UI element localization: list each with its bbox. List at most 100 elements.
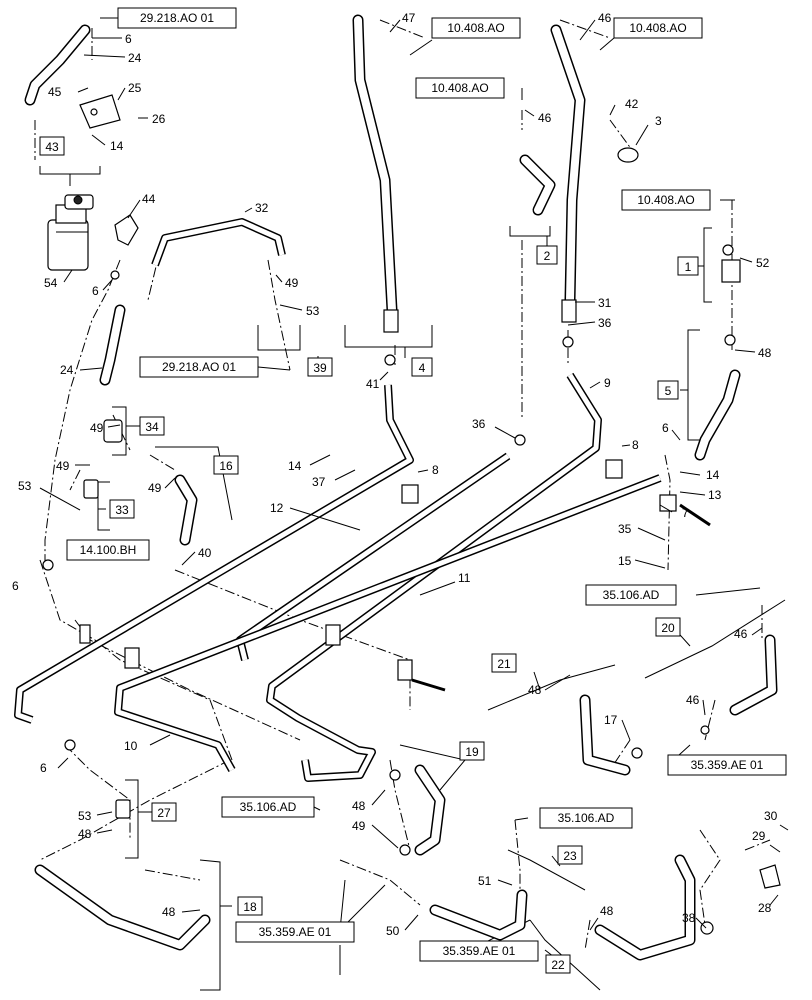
callout-number: 14 [706, 468, 720, 482]
callout-leaders [39, 19, 789, 931]
callout-number: 46 [598, 11, 612, 25]
callout-number: 26 [152, 112, 166, 126]
hose-24-top [24, 24, 91, 106]
box-label: 23 [563, 849, 577, 863]
block-8-right [605, 459, 623, 479]
hose-24-mid [99, 304, 126, 386]
hose-46-small [519, 154, 556, 216]
callout-number: 48 [162, 905, 176, 919]
callout-number: 30 [764, 809, 778, 823]
box-label: 22 [551, 958, 565, 972]
callout-number: 52 [756, 256, 770, 270]
callout-number: 50 [386, 924, 400, 938]
hose-16 [174, 474, 198, 546]
callout-number: 36 [472, 417, 486, 431]
clips-middle [79, 624, 446, 692]
fitting-52 [721, 259, 741, 283]
callout-number: 42 [625, 97, 639, 111]
callout-number: 7 [682, 506, 689, 520]
callout-number: 38 [682, 911, 696, 925]
hose-19 [414, 764, 446, 856]
box-label: 4 [419, 361, 426, 375]
callout-number: 51 [478, 874, 492, 888]
callout-number: 12 [270, 501, 284, 515]
callout-number: 44 [142, 192, 156, 206]
ref-label: 10.408.AO [447, 21, 504, 35]
box-label: 21 [497, 657, 511, 671]
callout-number: 47 [402, 11, 416, 25]
callout-number: 48 [78, 827, 92, 841]
callout-number: 10 [124, 739, 138, 753]
callout-number: 3 [655, 114, 662, 128]
center-lines [34, 19, 771, 951]
ref-label: 35.106.AD [558, 811, 615, 825]
elbow-44 [114, 214, 139, 246]
callout-number: 49 [148, 481, 162, 495]
box-label: 27 [157, 806, 171, 820]
callout-number: 37 [312, 475, 326, 489]
tube-11 [114, 474, 662, 772]
callout-number: 14 [110, 139, 124, 153]
tube-9 [266, 372, 602, 782]
callout-number: 46 [734, 627, 748, 641]
ref-label: 35.359.AE 01 [691, 758, 764, 772]
block-7 [659, 494, 677, 512]
callout-number: 53 [18, 479, 32, 493]
ref-label: 29.218.AO 01 [162, 360, 236, 374]
callout-number: 32 [255, 201, 269, 215]
fitting-28 [759, 864, 781, 889]
ref-label: 35.359.AE 01 [259, 925, 332, 939]
callout-number: 8 [432, 463, 439, 477]
callout-number: 46 [686, 693, 700, 707]
callout-number: 48 [528, 683, 542, 697]
callout-number: 40 [198, 546, 212, 560]
callout-number: 45 [48, 85, 62, 99]
hose-5 [694, 369, 741, 461]
callout-number: 36 [598, 316, 612, 330]
callout-number: 49 [285, 276, 299, 290]
box-label: 43 [45, 140, 59, 154]
filter-head-43 [64, 194, 94, 210]
callout-numbers: 6 24 45 25 26 14 44 54 6 47 46 46 42 3 3… [12, 11, 778, 938]
callout-number: 53 [306, 304, 320, 318]
callout-number: 11 [458, 571, 471, 585]
callout-number: 14 [288, 459, 302, 473]
box-label: 16 [219, 459, 233, 473]
tube-32 [151, 218, 286, 267]
callout-number: 41 [366, 377, 380, 391]
callout-number: 29 [752, 829, 766, 843]
box-label: 18 [243, 900, 257, 914]
washers [42, 244, 736, 935]
hose-47 [352, 14, 399, 333]
box-label: 20 [661, 621, 675, 635]
callout-number: 53 [78, 809, 92, 823]
fitting-27 [115, 799, 131, 819]
callout-number: 13 [708, 488, 722, 502]
ref-label: 14.100.BH [80, 543, 137, 557]
number-boxes: 43 2 1 39 4 5 34 16 33 20 21 19 27 23 18… [39, 136, 699, 974]
box-label: 33 [115, 503, 129, 517]
ref-label: 35.106.AD [603, 588, 660, 602]
ref-label: 10.408.AO [629, 21, 686, 35]
ref-leaders [66, 17, 761, 931]
box-label: 2 [544, 249, 551, 263]
ref-label: 10.408.AO [431, 81, 488, 95]
callout-number: 35 [618, 522, 632, 536]
hose-23 [429, 889, 528, 941]
callout-number: 6 [12, 579, 19, 593]
bracket-lines [39, 166, 786, 991]
callout-number: 17 [604, 713, 618, 727]
hose-22 [594, 854, 696, 961]
callout-number: 8 [632, 438, 639, 452]
callout-number: 46 [538, 111, 552, 125]
callout-number: 24 [128, 51, 142, 65]
reference-boxes: 29.218.AO 01 10.408.AO 10.408.AO 10.408.… [66, 7, 787, 962]
box-label: 39 [313, 361, 327, 375]
block-8-left [401, 484, 419, 504]
ref-label: 35.106.AD [240, 800, 297, 814]
callout-number: 24 [60, 363, 74, 377]
tube-12 [14, 384, 414, 724]
hose-21 [579, 694, 631, 776]
callout-number: 31 [598, 296, 612, 310]
